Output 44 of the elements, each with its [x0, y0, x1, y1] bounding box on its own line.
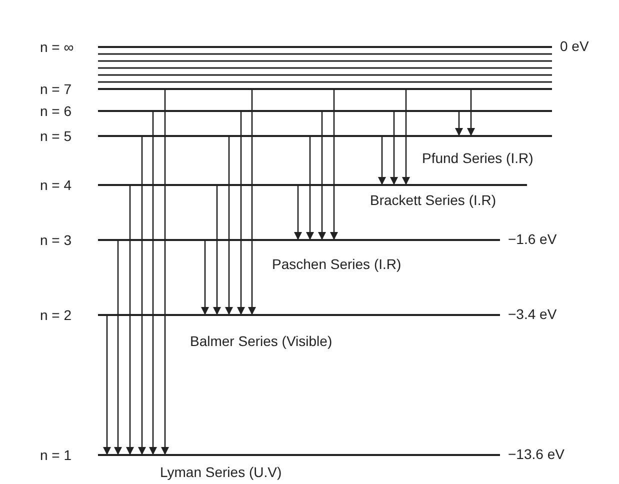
energy-level	[40, 177, 527, 193]
series-label: Lyman Series (U.V)	[160, 464, 282, 480]
transition-arrow	[306, 137, 314, 240]
transition-arrow	[318, 112, 326, 240]
energy-value-label: −3.4 eV	[508, 306, 557, 322]
transition-arrow	[138, 137, 146, 455]
energy-value-label: −1.6 eV	[508, 231, 557, 247]
transition-arrow	[378, 137, 386, 185]
series-label: Balmer Series (Visible)	[190, 333, 332, 349]
series-label: Pfund Series (I.R)	[422, 150, 534, 166]
transition-arrow	[161, 90, 169, 455]
transition-arrow	[294, 186, 302, 240]
transition-arrow	[149, 112, 157, 455]
energy-value-label: −13.6 eV	[508, 446, 564, 462]
level-label: n = ∞	[40, 39, 75, 55]
transition-arrow	[330, 90, 338, 240]
level-label: n = 3	[40, 232, 73, 248]
series-label: Brackett Series (I.R)	[370, 192, 496, 208]
transition-arrow	[390, 112, 398, 185]
transition-arrow	[126, 186, 134, 455]
energy-level	[40, 447, 500, 463]
energy-value-label: 0 eV	[560, 38, 589, 54]
transition-arrow	[248, 90, 256, 315]
transition-arrow	[201, 241, 209, 315]
transition-arrow	[237, 112, 245, 315]
level-label: n = 2	[40, 307, 73, 323]
transition-arrow	[213, 186, 221, 315]
level-label: n = 1	[40, 447, 73, 463]
level-label: n = 6	[40, 103, 73, 119]
energy-level	[40, 307, 500, 323]
level-label: n = 5	[40, 128, 73, 144]
series-label: Paschen Series (I.R)	[272, 256, 402, 272]
energy-level	[40, 103, 552, 119]
level-label: n = 4	[40, 177, 73, 193]
energy-level	[40, 232, 500, 248]
transition-arrow	[114, 241, 122, 455]
transition-arrow	[455, 112, 463, 136]
transition-arrow	[402, 90, 410, 185]
level-label: n = 7	[40, 81, 73, 97]
transition-arrow	[103, 316, 111, 455]
energy-level	[40, 128, 552, 144]
transition-arrow	[225, 137, 233, 315]
transition-arrow	[467, 90, 475, 136]
energy-level	[40, 81, 552, 97]
